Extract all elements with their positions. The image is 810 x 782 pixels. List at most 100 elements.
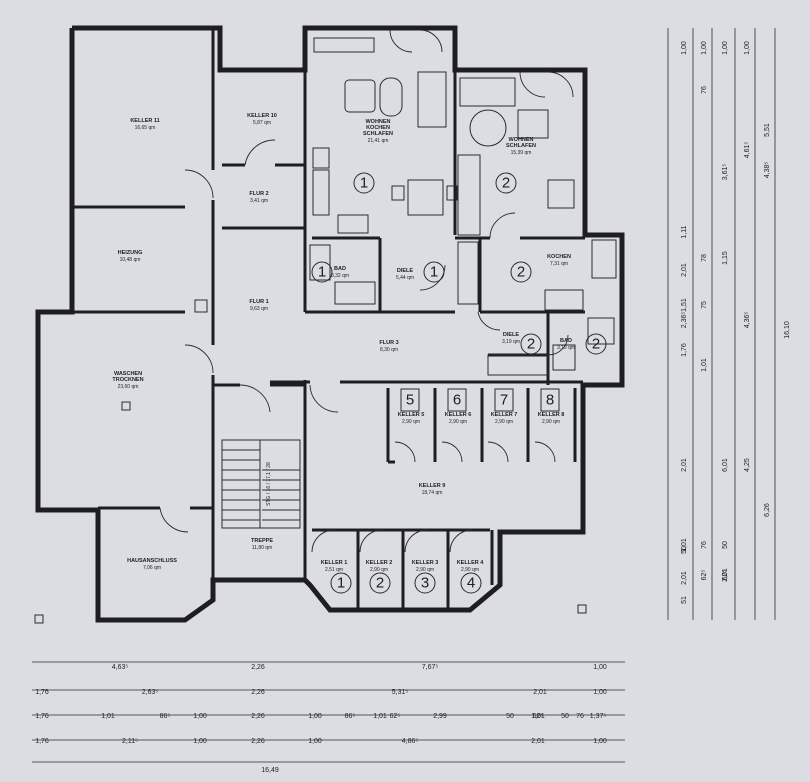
dim-right-1: 50 bbox=[681, 546, 688, 554]
interior-walls bbox=[72, 28, 585, 608]
room-name-keller2: KELLER 2 bbox=[366, 560, 393, 566]
room-name-diele1: DIELE bbox=[397, 268, 414, 274]
room-name-treppe: TREPPE bbox=[251, 538, 273, 544]
svg-text:2: 2 bbox=[592, 336, 600, 353]
room-area-keller2: 2,90 qm bbox=[370, 567, 388, 573]
dim-bottom-2: 2,01 bbox=[533, 689, 547, 696]
dim-bottom-3: 62⁵ bbox=[533, 713, 544, 720]
room-name-keller11: KELLER 11 bbox=[130, 118, 159, 124]
room-name-hausanschluss: HAUSANSCHLUSS bbox=[127, 558, 177, 564]
room-name-bad2: BAD bbox=[560, 338, 572, 344]
dimension-lines bbox=[32, 28, 776, 763]
svg-text:3: 3 bbox=[421, 575, 429, 592]
unit-marker: 8 bbox=[540, 388, 560, 412]
room-name-waschen: WASCHEN bbox=[114, 371, 142, 377]
unit-marker: 2 bbox=[520, 333, 542, 355]
dim-bottom-1: 2,26 bbox=[251, 664, 265, 671]
room-area-keller1: 2,51 qm bbox=[325, 567, 343, 573]
unit-marker: 3 bbox=[414, 572, 436, 594]
dim-right-2: 76 bbox=[701, 86, 708, 94]
svg-text:2: 2 bbox=[517, 264, 525, 281]
dim-right-3: 1,00 bbox=[722, 41, 729, 55]
dim-right-5: 6,26 bbox=[764, 503, 771, 517]
dim-bottom-4: 2,26 bbox=[251, 738, 265, 745]
room-name-flur3: FLUR 3 bbox=[379, 340, 398, 346]
dim-bottom-3: 50 bbox=[561, 713, 569, 720]
stair-note: STG / 16 / 17,1 / 28 bbox=[266, 462, 272, 506]
room-name-wohnen1: KOCHEN bbox=[366, 125, 390, 131]
outer-walls bbox=[35, 25, 625, 623]
dim-bottom-4: 1,76 bbox=[35, 738, 49, 745]
dim-bottom-3: 86⁵ bbox=[345, 713, 356, 720]
dim-right-3: 1,15 bbox=[722, 251, 729, 265]
dim-right-2: 75 bbox=[701, 301, 708, 309]
dim-right-4: 4,36⁵ bbox=[744, 312, 751, 329]
dim-right-2: 62⁵ bbox=[701, 570, 708, 581]
room-area-heizung: 10,48 qm bbox=[120, 257, 141, 263]
dim-bottom-3: 2,99 bbox=[433, 713, 447, 720]
unit-marker: 4 bbox=[460, 572, 482, 594]
svg-text:8: 8 bbox=[546, 392, 554, 409]
room-name-keller5: KELLER 5 bbox=[398, 412, 425, 418]
room-area-keller4: 2,90 qm bbox=[461, 567, 479, 573]
dim-right-2: 1,01 bbox=[701, 358, 708, 372]
svg-text:7: 7 bbox=[500, 392, 508, 409]
room-area-hausanschluss: 7,06 qm bbox=[143, 565, 161, 571]
unit-marker: 2 bbox=[495, 172, 517, 194]
dim-bottom-1: 1,00 bbox=[593, 664, 607, 671]
room-name-wohnen2: SCHLAFEN bbox=[506, 143, 536, 149]
dim-bottom-3: 76 bbox=[576, 713, 584, 720]
dim-bottom-1: 7,67⁵ bbox=[422, 664, 439, 671]
dim-right-1: 1,76 bbox=[681, 343, 688, 357]
dim-right-1: 2,01 bbox=[681, 263, 688, 277]
room-area-waschen: 23,60 qm bbox=[118, 384, 139, 390]
dim-right-1: 1,00 bbox=[681, 41, 688, 55]
room-name-heizung: HEIZUNG bbox=[118, 250, 143, 256]
room-name-kochen2: KOCHEN bbox=[547, 254, 571, 260]
room-area-bad2: 3,19 qm bbox=[557, 345, 575, 351]
room-area-diele1: 5,44 qm bbox=[396, 275, 414, 281]
room-area-keller10: 5,87 qm bbox=[253, 120, 271, 126]
unit-marker: 6 bbox=[447, 388, 467, 412]
unit-marker: 7 bbox=[494, 388, 514, 412]
svg-text:6: 6 bbox=[453, 392, 461, 409]
room-name-flur1: FLUR 1 bbox=[249, 299, 268, 305]
dim-bottom-2: 1,00 bbox=[593, 689, 607, 696]
room-area-wohnen1: 21,41 qm bbox=[368, 138, 389, 144]
svg-text:5: 5 bbox=[406, 392, 414, 409]
dim-right-1: 1,51 bbox=[681, 298, 688, 312]
room-name-keller10: KELLER 10 bbox=[247, 113, 277, 119]
unit-marker: 1 bbox=[330, 572, 352, 594]
dim-right-4: 1,00 bbox=[744, 41, 751, 55]
svg-text:1: 1 bbox=[360, 175, 368, 192]
dim-right-2: 1,00 bbox=[701, 41, 708, 55]
dim-right-1: 2,01 bbox=[681, 571, 688, 585]
dim-bottom-2: 5,31⁵ bbox=[392, 689, 409, 696]
dim-bottom-2: 1,76 bbox=[35, 689, 49, 696]
dim-right-4: 4,25 bbox=[744, 458, 751, 472]
dim-bottom-4: 1,00 bbox=[193, 738, 207, 745]
svg-text:1: 1 bbox=[430, 264, 438, 281]
svg-text:2: 2 bbox=[527, 336, 535, 353]
door-swings bbox=[159, 29, 574, 553]
room-name-keller3: KELLER 3 bbox=[412, 560, 439, 566]
room-area-wohnen2: 15,39 qm bbox=[511, 150, 532, 156]
dim-bottom-3: 86⁵ bbox=[160, 713, 171, 720]
room-area-kochen2: 7,31 qm bbox=[550, 261, 568, 267]
svg-text:4: 4 bbox=[467, 575, 475, 592]
dim-right-2: 78 bbox=[701, 254, 708, 262]
room-area-keller8: 2,90 qm bbox=[542, 419, 560, 425]
room-name-wohnen2: WOHNEN bbox=[508, 137, 533, 143]
dim-bottom-4: 1,00 bbox=[593, 738, 607, 745]
room-area-flur1: 9,63 qm bbox=[250, 306, 268, 312]
unit-marker: 2 bbox=[510, 261, 532, 283]
dim-right-2: 76 bbox=[701, 541, 708, 549]
svg-text:2: 2 bbox=[376, 575, 384, 592]
dim-right-3: 2,01 bbox=[722, 568, 729, 582]
dim-bottom-4: 4,86⁵ bbox=[402, 738, 419, 745]
dim-right-4: 4,61⁵ bbox=[744, 142, 751, 159]
room-name-keller6: KELLER 6 bbox=[445, 412, 472, 418]
